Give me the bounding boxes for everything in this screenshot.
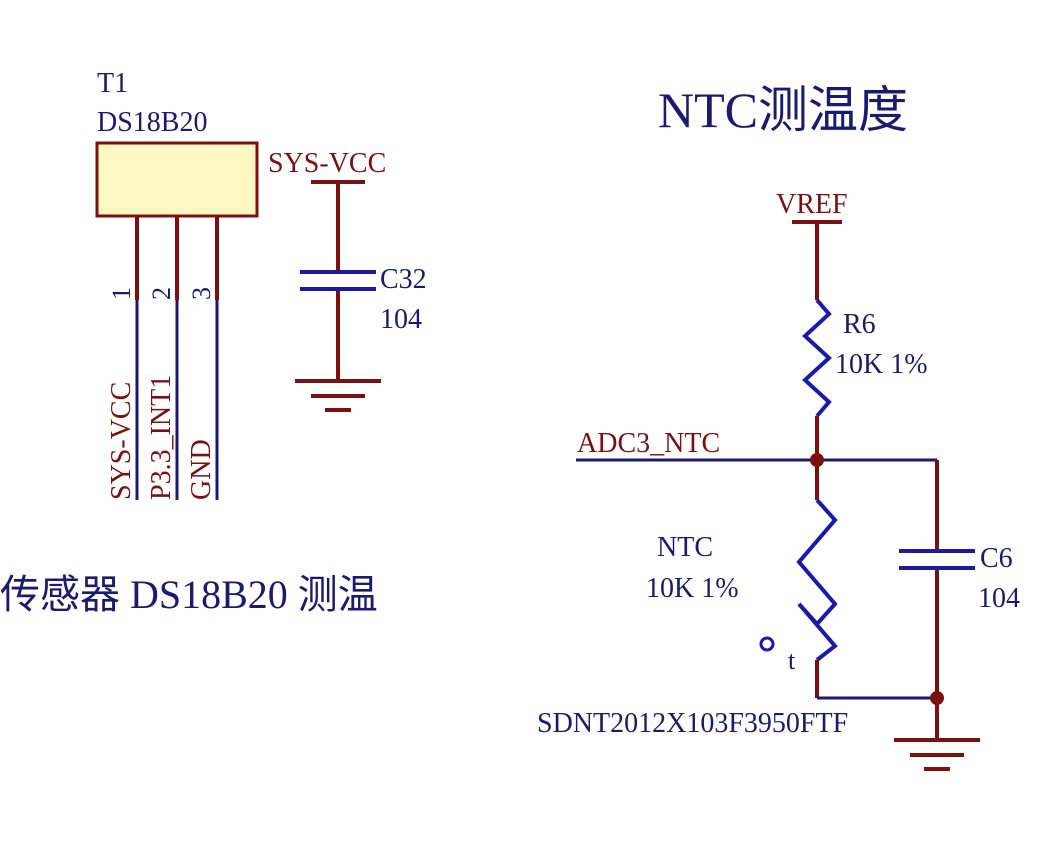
ds18b20-pin3-number: 3 — [187, 287, 216, 300]
c6-value: 104 — [978, 583, 1020, 614]
r6-resistor-body — [802, 298, 832, 418]
ntc-temperature-marker — [759, 636, 775, 652]
net-label-adc3-ntc: ADC3_NTC — [577, 428, 720, 459]
ds18b20-part-name: DS18B20 — [97, 107, 207, 138]
ntc-ref: NTC — [657, 532, 713, 563]
ground-symbol-c32 — [295, 379, 381, 412]
ds18b20-body — [95, 141, 259, 218]
c32-ref: C32 — [380, 264, 427, 295]
ntc-part-number: SDNT2012X103F3950FTF — [537, 708, 848, 739]
ds18b20-pin2-number: 2 — [147, 287, 176, 300]
ds18b20-net-label-3: GND — [186, 439, 217, 500]
ntc-value: 10K 1% — [646, 573, 739, 604]
ntc-section: NTC测温度 VREF R6 10K 1% ADC3_NTC t NTC 10K… — [537, 82, 1020, 771]
ntc-resistor-body-lower — [797, 602, 838, 662]
ntc-temperature-symbol: t — [788, 646, 796, 675]
c32-value: 104 — [380, 304, 422, 335]
ds18b20-net-label-1: SYS-VCC — [106, 382, 137, 500]
ds18b20-net-label-2: P3.3_INT1 — [146, 375, 177, 500]
r6-ref: R6 — [843, 309, 876, 340]
ds18b20-pin1-number: 1 — [107, 287, 136, 300]
ntc-resistor-body-upper — [796, 498, 838, 626]
ground-symbol-ntc — [894, 738, 980, 771]
c6-ref: C6 — [980, 543, 1013, 574]
power-label-vref: VREF — [776, 189, 848, 220]
r6-value: 10K 1% — [835, 349, 928, 380]
ds18b20-designator: T1 — [97, 68, 128, 99]
ntc-title: NTC测温度 — [658, 82, 908, 138]
ds18b20-section: T1 DS18B20 1 2 3 SYS-VCC P3.3_INT1 GND S… — [0, 68, 427, 617]
power-label-sys-vcc: SYS-VCC — [268, 148, 386, 179]
ds18b20-caption: 传感器 DS18B20 测温 — [0, 572, 378, 617]
